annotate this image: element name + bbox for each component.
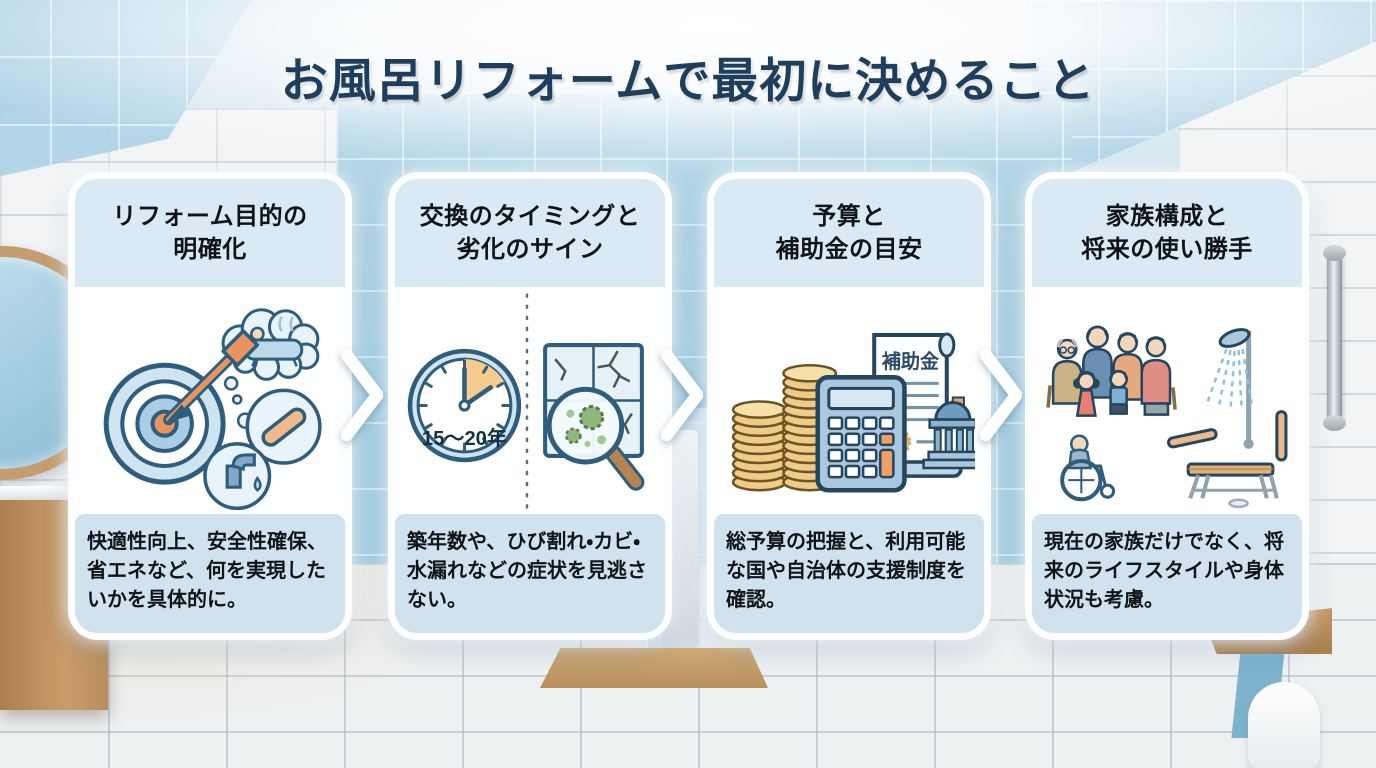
card-title-line2: 将来の使い勝手 xyxy=(1081,235,1253,263)
card-illustration: 補助金 xyxy=(714,287,984,514)
clock-15-20-years: 15〜20年 xyxy=(407,348,522,462)
arrow-in-bullseye xyxy=(163,328,260,425)
magnifier-with-mold xyxy=(546,386,645,491)
card-renovation-purpose: リフォーム目的の 明確化 xyxy=(68,172,384,640)
calculator xyxy=(815,374,907,492)
card-illustration: 15〜20年 xyxy=(395,287,665,514)
coins-calculator-subsidy-icon: 補助金 xyxy=(731,331,975,492)
card-title: 予算と 補助金の目安 xyxy=(714,179,984,287)
page-title: お風呂リフォームで最初に決めること xyxy=(280,54,1096,107)
card-description: 現在の家族だけでなく、将来のライフスタイルや身体状況も考慮。 xyxy=(1032,514,1302,633)
next-step-arrow-icon xyxy=(660,347,704,443)
card-description: 快適性向上、安全性確保、省エネなど、何を実現したいかを具体的に。 xyxy=(75,514,345,633)
card-title-line2: 明確化 xyxy=(173,235,247,263)
card-title-line1: リフォーム目的の xyxy=(112,202,308,230)
card-illustration xyxy=(75,287,345,514)
card-replacement-timing: 交換のタイミングと 劣化のサイン xyxy=(388,172,704,640)
card-title-line2: 劣化のサイン xyxy=(456,235,604,263)
card-title-line1: 交換のタイミングと xyxy=(419,202,641,230)
card-budget-subsidy: 予算と 補助金の目安 xyxy=(707,172,1023,640)
toilet-fixture xyxy=(1248,682,1320,768)
clock-inspection-icon: 15〜20年 xyxy=(407,292,645,509)
target-goal-icon xyxy=(103,307,322,510)
card-title: 交換のタイミングと 劣化のサイン xyxy=(395,179,665,287)
next-step-arrow-icon xyxy=(340,347,384,443)
wall-grab-bar xyxy=(1323,245,1346,431)
next-step-arrow-icon xyxy=(979,347,1023,443)
card-title-line2: 補助金の目安 xyxy=(775,235,923,263)
card-illustration xyxy=(1032,287,1302,514)
wooden-bath-mat xyxy=(540,648,768,688)
card-title-line1: 家族構成と xyxy=(1105,202,1229,230)
card-description: 築年数や、ひび割れ・カビ・水漏れなどの症状を見逃さない。 xyxy=(395,514,665,633)
clock-years-label: 15〜20年 xyxy=(422,425,507,449)
card-title: 家族構成と 将来の使い勝手 xyxy=(1032,179,1302,287)
subsidy-document-label: 補助金 xyxy=(882,350,940,373)
wheelchair-user xyxy=(1060,434,1116,501)
family-accessibility-icon xyxy=(1046,325,1288,508)
card-description: 総予算の把握と、利用可能な国や自治体の支援制度を確認。 xyxy=(714,514,984,633)
accessible-shower-area xyxy=(1167,327,1288,508)
government-building xyxy=(922,395,975,469)
card-title: リフォーム目的の 明確化 xyxy=(75,179,345,287)
grab-bar-bubble xyxy=(236,388,322,465)
family-group xyxy=(1046,325,1177,417)
card-title-line1: 予算と xyxy=(812,202,886,230)
faucet-bubble xyxy=(203,441,272,510)
card-family-usability: 家族構成と 将来の使い勝手 xyxy=(1025,172,1309,640)
